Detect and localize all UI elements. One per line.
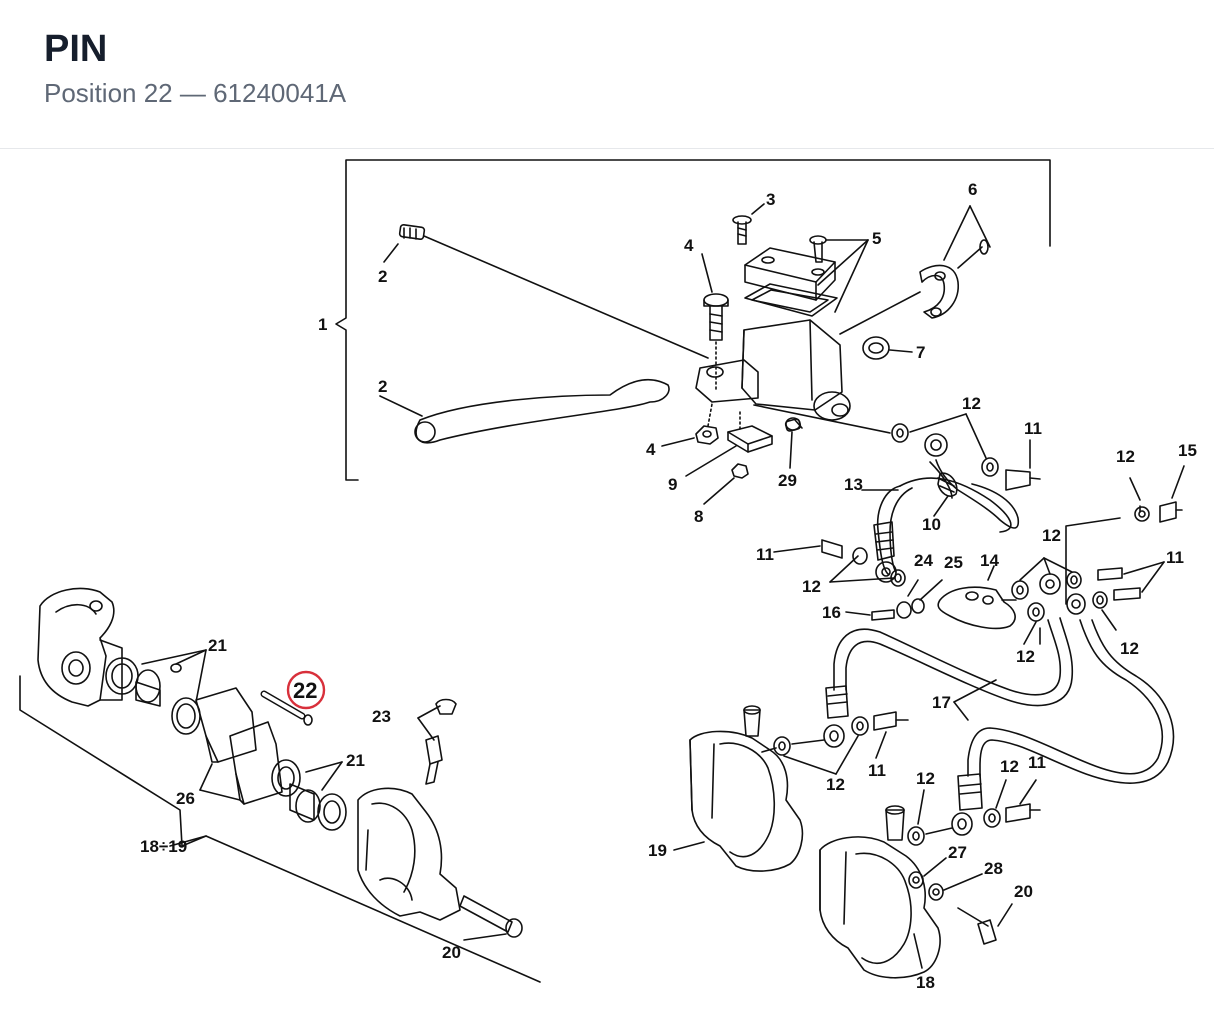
label-8: 8 bbox=[694, 507, 703, 526]
label-25: 25 bbox=[944, 553, 963, 572]
label-16: 16 bbox=[822, 603, 841, 622]
label-17: 17 bbox=[932, 693, 951, 712]
caliper-19-fittings bbox=[761, 711, 909, 775]
brake-caliper-19 bbox=[673, 705, 804, 872]
label-10: 10 bbox=[922, 515, 941, 534]
label-14: 14 bbox=[980, 551, 999, 570]
pushrod-29 bbox=[784, 418, 802, 469]
caliper-18-washers bbox=[908, 857, 1013, 945]
lever-pivot-screw bbox=[383, 223, 709, 359]
label-26: 26 bbox=[176, 789, 195, 808]
diagram-canvas: 1 2 2 3 4 4 5 6 7 8 9 10 11 11 11 11 11 … bbox=[19, 159, 1197, 992]
label-21-a: 21 bbox=[208, 636, 227, 655]
left-caliper-assembly bbox=[37, 587, 123, 707]
label-29: 29 bbox=[778, 471, 797, 490]
mounting-bolt-4 bbox=[701, 253, 729, 393]
bleed-valve-23 bbox=[417, 698, 457, 785]
label-15: 15 bbox=[1178, 441, 1197, 460]
brake-caliper-18 bbox=[819, 805, 941, 979]
part-subtitle: Position 22 — 61240041A bbox=[44, 78, 347, 108]
label-4-bolt: 4 bbox=[684, 236, 694, 255]
hose-junction-14 bbox=[773, 465, 1185, 645]
label-11-b: 11 bbox=[756, 545, 774, 564]
label-12-d: 12 bbox=[1042, 526, 1061, 545]
label-6: 6 bbox=[968, 180, 977, 199]
brake-light-switch bbox=[685, 411, 773, 477]
label-20-right: 20 bbox=[1014, 882, 1033, 901]
label-13: 13 bbox=[844, 475, 863, 494]
cover-screws-5 bbox=[809, 235, 869, 313]
label-20-left: 20 bbox=[442, 943, 461, 962]
label-11-a: 11 bbox=[1024, 419, 1042, 438]
caliper-pistons-21 bbox=[105, 649, 207, 735]
part-title: PIN bbox=[44, 28, 108, 70]
pad-pin-22 bbox=[260, 690, 313, 726]
label-23: 23 bbox=[372, 707, 391, 726]
label-12-e: 12 bbox=[1016, 647, 1035, 666]
left-caliper-body bbox=[357, 787, 523, 941]
assembly-bracket-18-19 bbox=[19, 675, 541, 983]
highlight-ring bbox=[286, 670, 326, 710]
cover-screw-3 bbox=[732, 203, 765, 245]
label-12-g: 12 bbox=[826, 775, 845, 794]
label-28: 28 bbox=[984, 859, 1003, 878]
label-11-c: 11 bbox=[1166, 548, 1184, 567]
label-12-f: 12 bbox=[1120, 639, 1139, 658]
label-12-h: 12 bbox=[916, 769, 935, 788]
label-19: 19 bbox=[648, 841, 667, 860]
label-27: 27 bbox=[948, 843, 967, 862]
label-12-a: 12 bbox=[962, 394, 981, 413]
label-2-lever: 2 bbox=[378, 377, 387, 396]
label-11-e: 11 bbox=[1028, 753, 1046, 772]
label-22-highlighted[interactable]: 22 bbox=[293, 678, 317, 703]
label-21-b: 21 bbox=[346, 751, 365, 770]
caliper-18-fittings bbox=[907, 779, 1041, 846]
page-header: PIN Position 22 — 61240041A bbox=[0, 0, 1214, 149]
label-12-i: 12 bbox=[1000, 757, 1019, 776]
label-3: 3 bbox=[766, 190, 775, 209]
switch-nut-8 bbox=[703, 463, 749, 505]
label-7: 7 bbox=[916, 343, 925, 362]
label-2-screw: 2 bbox=[378, 267, 387, 286]
label-18: 18 bbox=[916, 973, 935, 992]
label-24: 24 bbox=[914, 551, 933, 570]
assembly-bracket-1 bbox=[335, 159, 1051, 481]
upper-banjo-fitting bbox=[891, 413, 1041, 529]
master-cylinder bbox=[695, 319, 891, 434]
brake-lever bbox=[379, 379, 670, 444]
exploded-parts-diagram: 1 2 2 3 4 4 5 6 7 8 9 10 11 11 11 11 11 … bbox=[0, 149, 1214, 1015]
label-18-19: 18÷19 bbox=[140, 837, 187, 856]
label-11-d: 11 bbox=[868, 761, 886, 780]
label-12-c: 12 bbox=[802, 577, 821, 596]
brake-hoses-17 bbox=[823, 617, 1175, 836]
label-4-nut: 4 bbox=[646, 440, 656, 459]
rubber-plug-7 bbox=[862, 336, 913, 360]
label-12-b: 12 bbox=[1116, 447, 1135, 466]
mounting-nut-4 bbox=[661, 403, 719, 447]
reservoir-cover bbox=[744, 247, 838, 317]
label-9: 9 bbox=[668, 475, 677, 494]
caliper-pistons-21b bbox=[271, 759, 347, 831]
label-5: 5 bbox=[872, 229, 881, 248]
brake-hose-13 bbox=[861, 477, 1012, 583]
label-1: 1 bbox=[318, 315, 327, 334]
brake-pads-26 bbox=[195, 687, 283, 805]
handlebar-clamp bbox=[839, 205, 991, 335]
